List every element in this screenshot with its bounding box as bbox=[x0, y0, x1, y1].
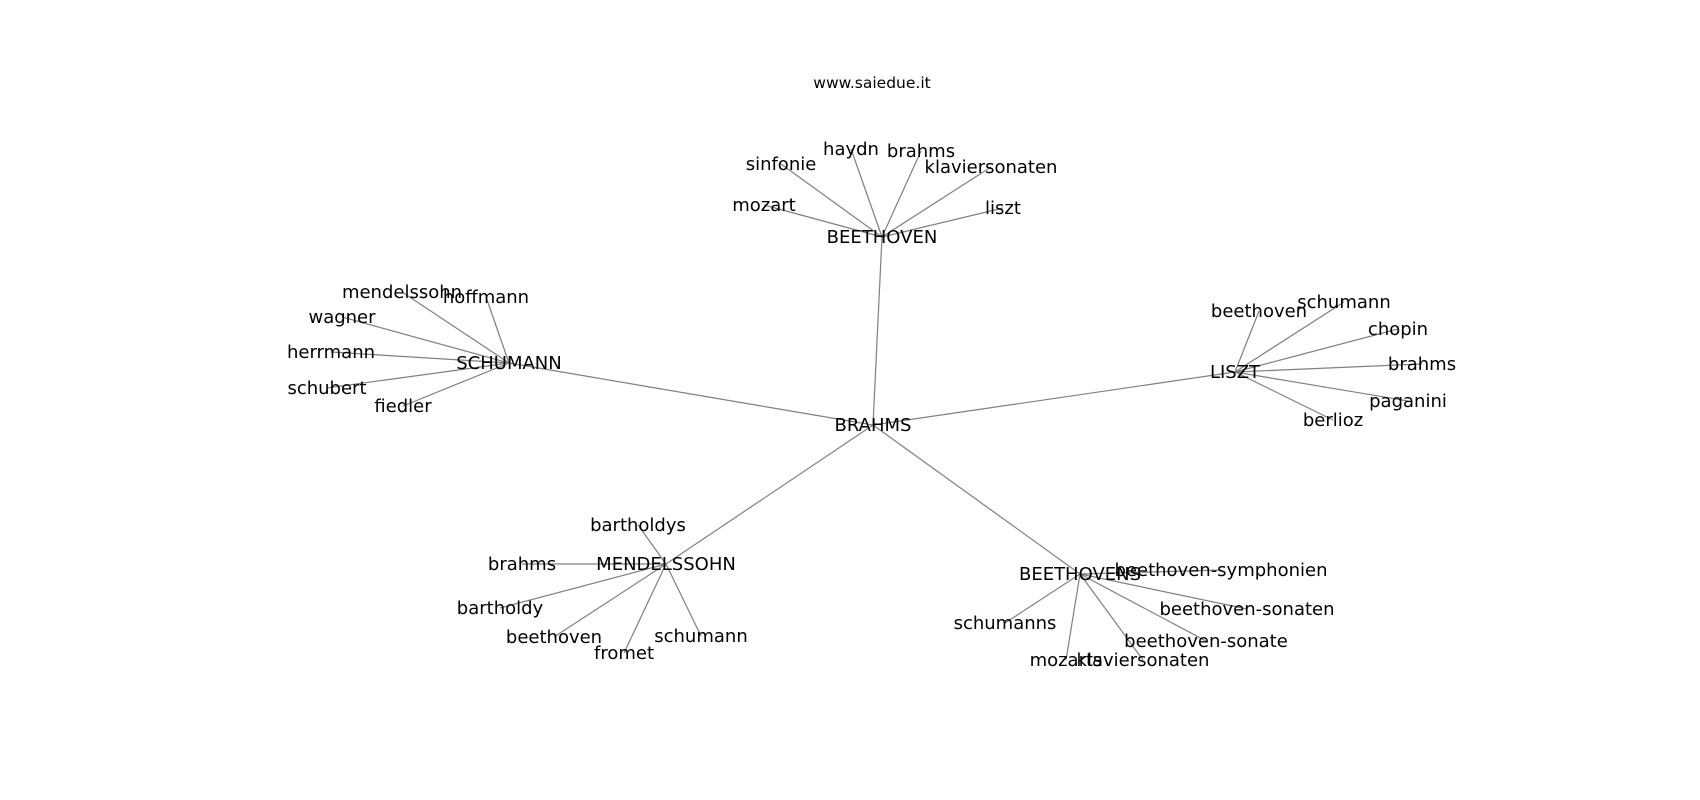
leaf-node-beethovens-beethoven-sonaten: beethoven-sonaten bbox=[1159, 599, 1334, 620]
root-node-label: BRAHMS bbox=[835, 415, 912, 436]
leaf-node-schumann-wagner: wagner bbox=[308, 307, 376, 328]
cluster-node-liszt: LISZT bbox=[1210, 362, 1261, 383]
edge-beethovens-beethoven-sonate bbox=[1079, 573, 1207, 642]
leaf-node-mendelssohn-bartholdys: bartholdys bbox=[590, 515, 686, 536]
leaf-node-beethovens-klaviersonaten: klaviersonaten bbox=[1077, 650, 1210, 671]
edge-schumann-hoffmann bbox=[485, 296, 510, 364]
leaf-node-schumann-schubert: schubert bbox=[287, 378, 366, 399]
edge-beethoven-haydn bbox=[850, 148, 883, 238]
edge-liszt-brahms bbox=[1234, 363, 1423, 373]
leaf-node-liszt-brahms: brahms bbox=[1388, 354, 1456, 375]
leaf-node-schumann-mendelssohn: mendelssohn bbox=[342, 282, 462, 303]
leaf-node-beethovens-beethoven-sonate: beethoven-sonate bbox=[1124, 631, 1288, 652]
edge-liszt-beethoven bbox=[1234, 310, 1260, 373]
edge-beethovens-beethoven-sonaten bbox=[1079, 573, 1248, 610]
edge-schumann-mendelssohn bbox=[401, 291, 510, 364]
leaf-node-schumann-herrmann: herrmann bbox=[287, 342, 375, 363]
cluster-node-beethoven: BEETHOVEN bbox=[827, 227, 938, 248]
edge-beethoven-liszt bbox=[881, 207, 1004, 238]
edge-beethovens-mozarts bbox=[1065, 573, 1081, 661]
leaf-node-beethoven-haydn: haydn bbox=[823, 139, 879, 160]
edge-root-beethovens bbox=[872, 424, 1081, 575]
leaf-node-beethoven-liszt: liszt bbox=[985, 198, 1021, 219]
edge-beethovens-klaviersonaten bbox=[1079, 573, 1144, 661]
edge-schumann-fiedler bbox=[402, 362, 510, 407]
edge-root-beethoven bbox=[872, 236, 883, 426]
edge-mendelssohn-fromet bbox=[623, 563, 667, 654]
leaf-node-liszt-chopin: chopin bbox=[1368, 319, 1428, 340]
leaf-node-mendelssohn-schumann: schumann bbox=[654, 626, 747, 647]
edge-beethoven-klaviersonaten bbox=[881, 166, 992, 238]
leaf-node-schumann-hoffmann: hoffmann bbox=[443, 287, 529, 308]
leaf-node-mendelssohn-brahms: brahms bbox=[488, 554, 556, 575]
edge-beethoven-brahms bbox=[881, 150, 922, 238]
leaf-node-liszt-schumann: schumann bbox=[1297, 292, 1390, 313]
edge-beethovens-beethoven-symphonien bbox=[1079, 569, 1222, 575]
edge-liszt-chopin bbox=[1234, 328, 1399, 373]
leaf-node-beethovens-beethoven-symphonien: beethoven-symphonien bbox=[1115, 560, 1328, 581]
edges-layer bbox=[326, 148, 1423, 661]
leaf-node-beethoven-mozart: mozart bbox=[732, 195, 795, 216]
edge-mendelssohn-schumann bbox=[665, 563, 702, 637]
leaf-node-liszt-beethoven: beethoven bbox=[1211, 301, 1307, 322]
edge-mendelssohn-bartholdys bbox=[637, 524, 667, 565]
cluster-node-beethovens: BEETHOVENS bbox=[1019, 564, 1141, 585]
leaf-node-mendelssohn-beethoven: beethoven bbox=[506, 627, 602, 648]
source-watermark: www.saiedue.it bbox=[813, 74, 930, 92]
edge-liszt-paganini bbox=[1234, 371, 1409, 402]
edge-root-mendelssohn bbox=[665, 424, 874, 565]
cluster-node-mendelssohn: MENDELSSOHN bbox=[596, 554, 736, 575]
leaf-node-schumann-fiedler: fiedler bbox=[374, 396, 432, 417]
leaf-node-beethoven-klaviersonaten: klaviersonaten bbox=[925, 157, 1058, 178]
edge-liszt-berlioz bbox=[1234, 371, 1334, 421]
leaf-node-beethovens-schumanns: schumanns bbox=[954, 613, 1057, 634]
leaf-node-liszt-berlioz: berlioz bbox=[1303, 410, 1363, 431]
leaf-node-mendelssohn-bartholdy: bartholdy bbox=[457, 598, 544, 619]
edge-schumann-wagner bbox=[341, 316, 510, 364]
edge-liszt-schumann bbox=[1234, 301, 1345, 373]
edge-root-liszt bbox=[872, 371, 1236, 426]
edge-beethoven-sinfonie bbox=[780, 163, 883, 238]
edge-beethovens-schumanns bbox=[1004, 573, 1081, 624]
edge-schumann-schubert bbox=[326, 362, 510, 389]
leaf-node-beethoven-brahms: brahms bbox=[887, 141, 955, 162]
leaf-node-beethovens-mozarts: mozarts bbox=[1030, 650, 1103, 671]
edge-beethoven-mozart bbox=[763, 204, 883, 238]
edge-mendelssohn-beethoven bbox=[553, 563, 667, 638]
edge-mendelssohn-bartholdy bbox=[499, 563, 667, 609]
cluster-node-schumann: SCHUMANN bbox=[456, 353, 561, 374]
edge-root-schumann bbox=[508, 362, 874, 426]
leaf-node-beethoven-sinfonie: sinfonie bbox=[746, 154, 817, 175]
edge-schumann-herrmann bbox=[330, 351, 510, 364]
leaf-node-liszt-paganini: paganini bbox=[1369, 391, 1447, 412]
leaf-node-mendelssohn-fromet: fromet bbox=[594, 643, 654, 664]
